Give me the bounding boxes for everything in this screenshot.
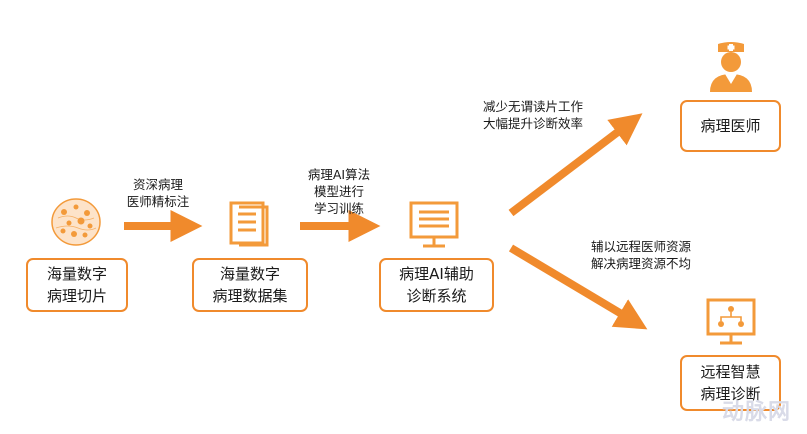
documents-icon [229, 201, 275, 247]
watermark-logo: 动脉网 [722, 394, 791, 426]
monitor-icon [409, 201, 459, 249]
cell-slice-icon [50, 196, 102, 248]
edge-label-efficiency: 减少无谓读片工作 大幅提升诊断效率 [466, 98, 600, 132]
remote-monitor-icon [706, 298, 756, 346]
arrow-to-doctor [511, 122, 631, 213]
node-pathologist: 病理医师 [680, 100, 781, 152]
node-ai-diagnosis-system: 病理AI辅助 诊断系统 [379, 258, 494, 312]
edge-label-annotate: 资深病理 医师精标注 [114, 176, 202, 210]
node-pathology-dataset: 海量数字 病理数据集 [192, 258, 308, 312]
node-pathology-slides: 海量数字 病理切片 [26, 258, 128, 312]
edge-label-train: 病理AI算法 模型进行 学习训练 [292, 166, 386, 217]
doctor-icon [708, 40, 754, 92]
edge-label-remote: 辅以远程医师资源 解决病理资源不均 [574, 238, 708, 272]
